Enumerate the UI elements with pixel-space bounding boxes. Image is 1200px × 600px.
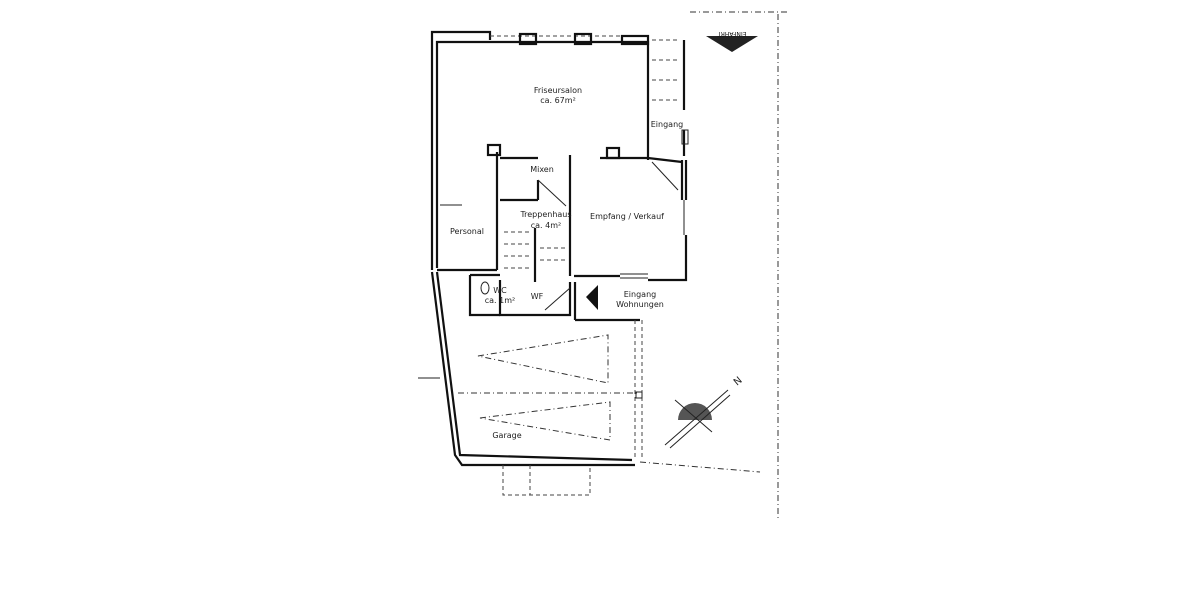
room-label-wc: WC: [493, 286, 507, 295]
room-area-wc: ca. 1m²: [485, 296, 515, 305]
property-line: [639, 11, 790, 520]
room-label-wf: WF: [531, 292, 544, 301]
garage-outline: [418, 271, 643, 496]
einfahrt-label: EINFAHRT: [717, 30, 746, 37]
room-area-salon: ca. 67m²: [540, 96, 576, 105]
room-label-eingang: Eingang: [651, 120, 683, 129]
north-label: N: [732, 375, 745, 388]
room-label-personal: Personal: [450, 227, 484, 236]
north-compass-icon: N: [664, 375, 745, 449]
room-label-garage: Garage: [492, 431, 521, 440]
einfahrt-marker: EINFAHRT: [706, 30, 758, 52]
entrance-arrow-icon: [586, 285, 598, 310]
room-label-salon: Friseursalon: [534, 86, 582, 95]
label-eingang-wohnungen-1: Eingang: [624, 290, 656, 299]
room-area-treppenhaus: ca. 4m²: [531, 221, 561, 230]
room-label-empfang: Empfang / Verkauf: [590, 212, 664, 221]
room-label-mixen: Mixen: [530, 165, 554, 174]
room-label-treppenhaus: Treppenhaus: [519, 210, 571, 219]
building-walls: [430, 30, 689, 322]
stairs: [504, 228, 566, 282]
label-eingang-wohnungen-2: Wohnungen: [616, 300, 664, 309]
